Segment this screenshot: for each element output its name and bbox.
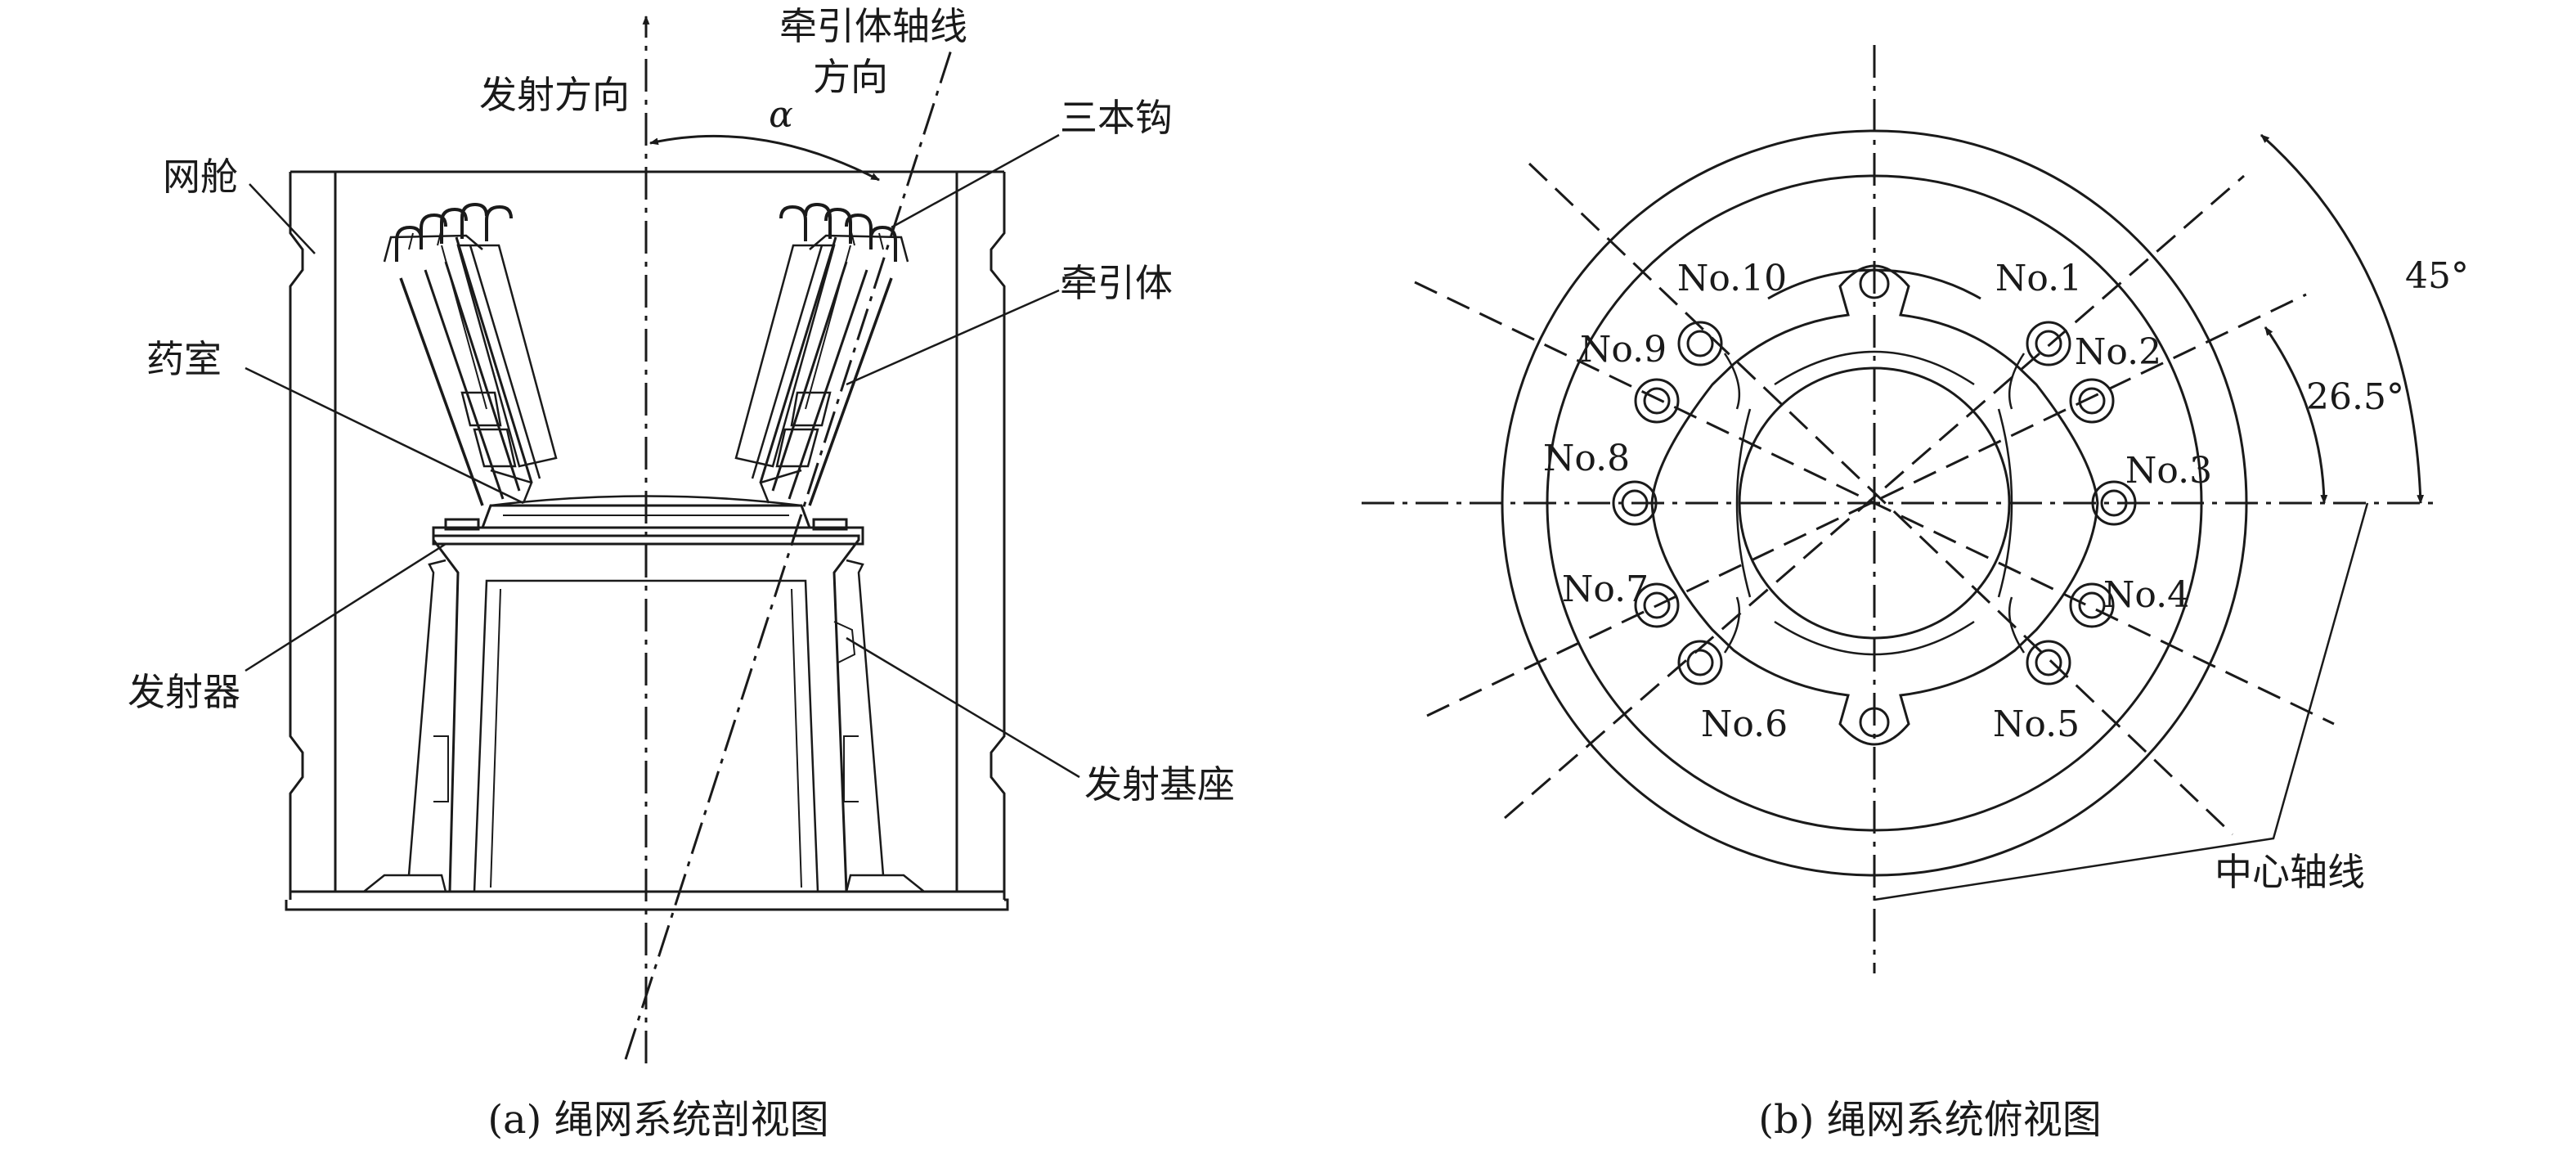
label-center-axis: 中心轴线 xyxy=(2215,850,2365,894)
three-hooks-right xyxy=(779,203,897,263)
leader-powder-chamber xyxy=(245,366,524,505)
leader-center-axis xyxy=(1874,502,2369,901)
diag-line-d xyxy=(1426,293,2307,717)
label-three-hook: 三本钩 xyxy=(1060,96,1173,140)
angle-arc-45 xyxy=(2260,133,2425,505)
leader-tractor xyxy=(846,289,1060,386)
label-no8: No.8 xyxy=(1543,438,1630,479)
tractor-bundle-left xyxy=(383,228,541,506)
section-view xyxy=(245,15,1080,1063)
label-no5: No.5 xyxy=(1993,703,2080,745)
label-no7: No.7 xyxy=(1562,569,1649,610)
label-no10: No.10 xyxy=(1677,258,1787,299)
leader-launcher xyxy=(245,542,447,672)
launcher-no3 xyxy=(2091,480,2137,526)
alpha-arc xyxy=(648,134,880,182)
label-no1: No.1 xyxy=(1995,258,2082,299)
launcher-no1 xyxy=(2008,321,2071,410)
tractor-body-right xyxy=(734,244,836,468)
launcher-no4 xyxy=(2069,582,2115,628)
caption-top-view: (b) 绳网系统俯视图 xyxy=(1758,1097,2101,1143)
label-tractor-axis-line2: 方向 xyxy=(813,55,888,99)
launcher-flange xyxy=(432,526,864,546)
tractor-bundle-right xyxy=(751,228,909,506)
label-tractor: 牵引体 xyxy=(1060,261,1173,305)
diag-line-a xyxy=(1528,162,2234,836)
label-tractor-axis-line1: 牵引体轴线 xyxy=(779,4,967,48)
angle-arc-26-5 xyxy=(2264,326,2328,505)
leader-three-hook xyxy=(891,133,1060,229)
label-alpha: α xyxy=(769,94,793,136)
net-cabin-wall-left xyxy=(289,172,304,900)
mounting-ring xyxy=(1650,264,2099,746)
label-no6: No.6 xyxy=(1701,703,1788,745)
launcher-no2 xyxy=(2069,378,2115,424)
label-launcher: 发射器 xyxy=(128,670,240,714)
leader-launch-base xyxy=(846,636,1080,779)
tractor-body-left xyxy=(456,244,558,468)
three-hooks-left xyxy=(395,203,513,263)
label-no4: No.4 xyxy=(2103,574,2190,616)
label-no9: No.9 xyxy=(1580,329,1667,371)
label-no2: No.2 xyxy=(2075,331,2161,373)
label-powder-chamber: 药室 xyxy=(146,337,222,381)
label-no3: No.3 xyxy=(2125,450,2212,492)
label-angle-26-5: 26.5° xyxy=(2306,376,2404,418)
launcher-no7 xyxy=(1634,582,1680,628)
label-net-cabin: 网舱 xyxy=(163,155,238,199)
launcher-no8 xyxy=(1612,480,1658,526)
net-cabin-wall-right xyxy=(990,172,1006,900)
caption-section-view: (a) 绳网系统剖视图 xyxy=(487,1097,828,1143)
launcher-no6 xyxy=(1677,596,1741,685)
label-launch-base: 发射基座 xyxy=(1084,762,1235,807)
tractor-axis xyxy=(624,44,954,1060)
launcher-no9 xyxy=(1634,378,1680,424)
launch-base-outline xyxy=(432,534,860,893)
label-angle-45: 45° xyxy=(2405,255,2469,297)
launcher-no5 xyxy=(2008,596,2071,685)
diag-line-b xyxy=(1504,174,2245,820)
launcher-no10 xyxy=(1677,321,1741,410)
net-cabin-bottom xyxy=(285,898,1009,911)
top-view xyxy=(1362,45,2433,973)
diag-line-c xyxy=(1414,281,2335,726)
label-launch-direction: 发射方向 xyxy=(479,73,630,117)
leader-net-cabin xyxy=(249,183,316,254)
